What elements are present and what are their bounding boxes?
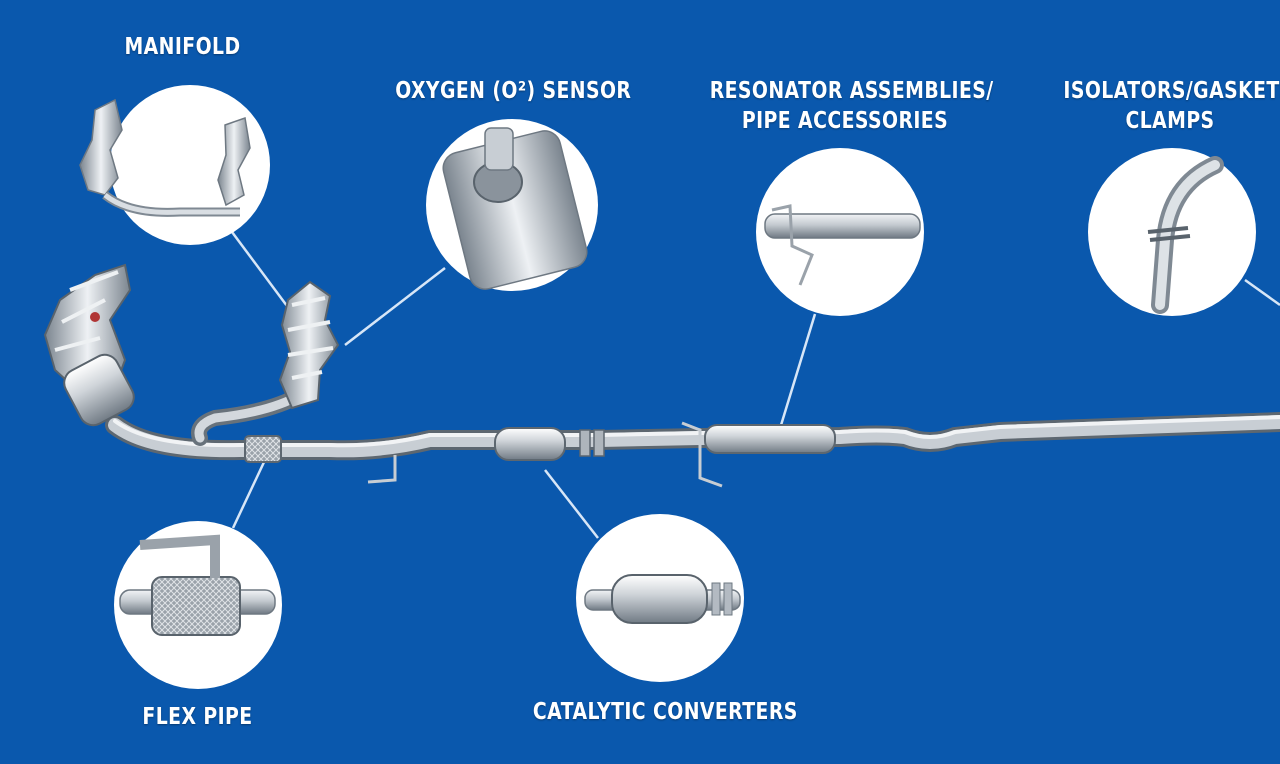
exhaust-assembly: [43, 263, 1280, 488]
label-flex-pipe: FLEX PIPE: [142, 704, 253, 730]
front-manifold: [43, 263, 135, 427]
leader-line-catalytic: [544, 469, 599, 539]
callout-flex-pipe: [114, 521, 282, 689]
resonator-part: [704, 424, 836, 454]
label-resonator-assemblies: RESONATOR ASSEMBLIES/ PIPE ACCESSORIES: [709, 78, 994, 134]
leader-line-oxygen-sensor: [344, 267, 446, 346]
callout-resonator: [756, 148, 924, 316]
flex-section: [244, 435, 282, 463]
leader-lines: [230, 231, 1280, 539]
leader-line-isolators: [1244, 278, 1280, 307]
label-isolators-gaskets-clamps: ISOLATORS/GASKETS/ CLAMPS: [1063, 78, 1280, 134]
rear-manifold: [278, 280, 340, 410]
leader-line-flex-pipe: [231, 459, 267, 529]
label-catalytic-converters: CATALYTIC CONVERTERS: [532, 699, 798, 725]
catalytic-converter-part: [494, 427, 605, 461]
label-manifold: MANIFOLD: [124, 34, 241, 60]
leader-line-manifold: [230, 231, 292, 311]
callout-catalytic-converter: [576, 514, 744, 682]
leader-line-resonator: [776, 313, 817, 436]
label-oxygen-sensor: OXYGEN (O²) SENSOR: [395, 78, 632, 104]
callout-isolators: [1088, 148, 1256, 316]
callout-oxygen-sensor: [426, 119, 598, 291]
callout-manifold: [79, 85, 270, 245]
hangers: [367, 421, 723, 488]
